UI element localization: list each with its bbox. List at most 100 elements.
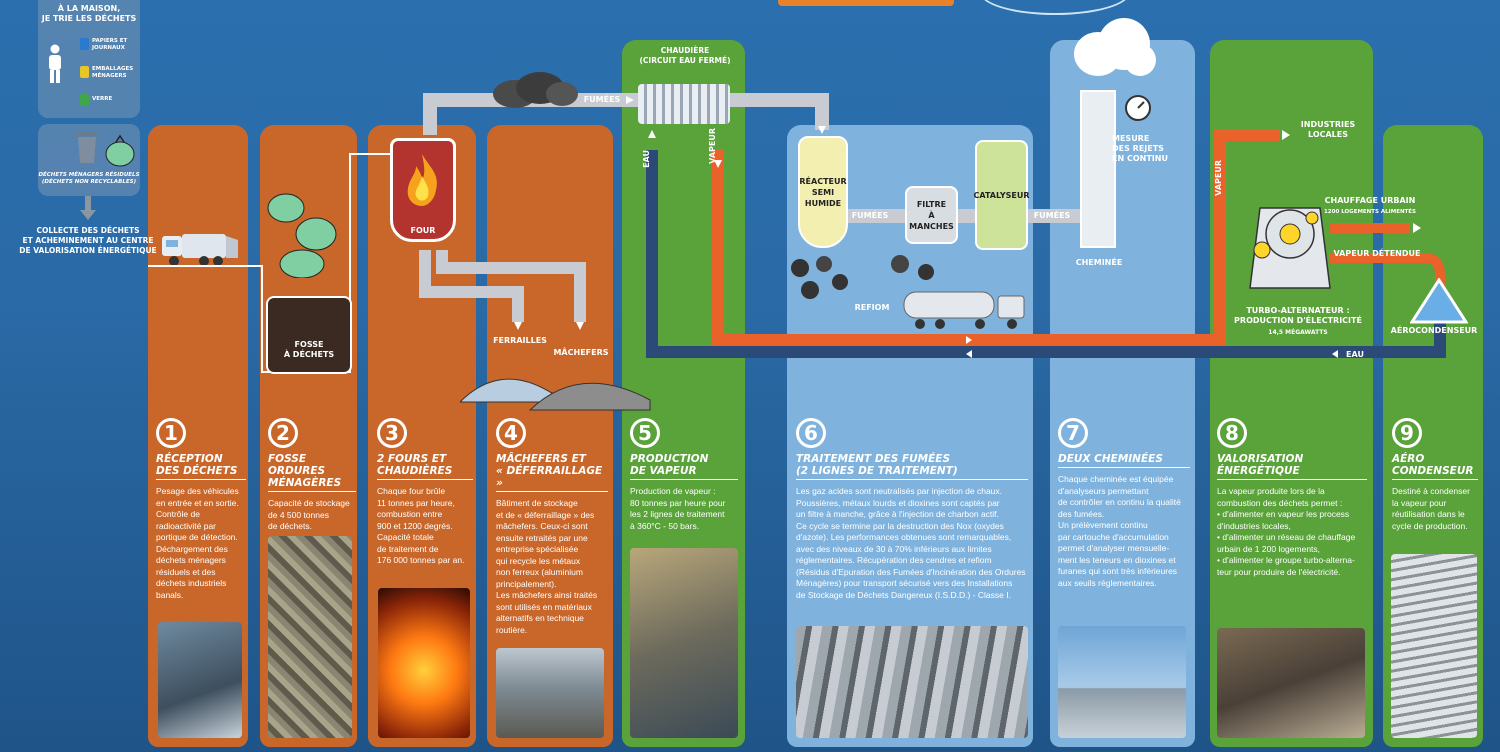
cheminee-stack xyxy=(1080,90,1116,248)
garbage-bag-icon xyxy=(105,134,135,167)
industries-label: INDUSTRIES LOCALES xyxy=(1300,120,1356,139)
bin-label-packaging: EMBALLAGES MÉNAGERS xyxy=(92,66,134,79)
turbo-sub-label: 14,5 MÉGAWATTS xyxy=(1268,329,1328,336)
triangle-condenser-icon xyxy=(1410,278,1468,324)
tanker-truck-icon xyxy=(903,291,1025,329)
step-8: 8 Valorisation énergétique La vapeur pro… xyxy=(1217,418,1367,578)
step-5: 5 Production de vapeur Production de vap… xyxy=(630,418,738,532)
step-body: Les gaz acides sont neutralisés par inje… xyxy=(796,486,1026,600)
fumees-right-label: FUMÉES xyxy=(1033,211,1071,220)
photo-chimneys xyxy=(1058,626,1186,738)
step-body: Pesage des véhicules en entrée et en sor… xyxy=(156,486,239,600)
step-title: Fosse ordures ménagères xyxy=(268,453,356,492)
step-7: 7 Deux cheminées Chaque cheminée est équ… xyxy=(1058,418,1190,589)
step-number: 4 xyxy=(496,418,526,448)
step-9: 9 Aéro condenseur Destiné à condenser la… xyxy=(1392,418,1478,532)
bin-label-glass: VERRE xyxy=(92,96,113,102)
photo-slag-storage xyxy=(496,648,604,738)
recycle-bin-icon-papers xyxy=(80,38,89,50)
filtre-box: FILTRE À MANCHES xyxy=(905,186,958,244)
eau-left-label: EAU xyxy=(642,150,651,168)
turbine-icon xyxy=(1249,207,1331,289)
down-arrow-icon xyxy=(80,196,96,220)
step-number: 8 xyxy=(1217,418,1247,448)
step-body: Bâtiment de stockage et de « déferrailla… xyxy=(496,498,598,635)
step-6: 6 Traitement des fumées (2 lignes de tra… xyxy=(796,418,1028,601)
step-title: 2 fours et chaudières xyxy=(377,453,473,480)
step-title: Réception des déchets xyxy=(156,453,246,480)
step-body: Production de vapeur : 80 tonnes par heu… xyxy=(630,486,726,531)
recycle-bin-icon-packaging xyxy=(80,66,89,78)
turbo-label: TURBO-ALTERNATEUR : PRODUCTION D'ÉLECTRI… xyxy=(1234,306,1362,325)
cloud-icon xyxy=(493,72,578,108)
vapeur-left-label: VAPEUR xyxy=(708,128,717,164)
cheminee-label: CHEMINÉE xyxy=(1075,258,1123,267)
residual-label: DÉCHETS MÉNAGERS RÉSIDUELS (DÉCHETS NON … xyxy=(38,172,140,185)
refiom-label: REFIOM xyxy=(854,303,890,312)
photo-furnace xyxy=(378,588,470,738)
flame-icon xyxy=(407,154,437,206)
chauffage-sub-label: 1200 LOGEMENTS ALIMENTÉS xyxy=(1323,209,1417,215)
step-2: 2 Fosse ordures ménagères Capacité de st… xyxy=(268,418,356,533)
fosse-label: FOSSE À DÉCHETS xyxy=(283,340,335,359)
chaudiere-block xyxy=(638,84,730,124)
photo-flue-treatment xyxy=(796,626,1028,738)
ferrailles-label: FERRAILLES xyxy=(493,336,547,345)
collect-label: COLLECTE DES DÉCHETS ET ACHEMINEMENT AU … xyxy=(19,226,157,255)
step-number: 2 xyxy=(268,418,298,448)
step-title: Mâchefers et « déferraillage » xyxy=(496,453,608,492)
reacteur-box: RÉACTEUR SEMI HUMIDE xyxy=(798,136,848,248)
chauffage-label: CHAUFFAGE URBAIN xyxy=(1324,196,1416,205)
trash-can-icon xyxy=(76,132,98,163)
step-title: Valorisation énergétique xyxy=(1217,453,1367,480)
step-body: Chaque cheminée est équipée d'analyseurs… xyxy=(1058,474,1181,588)
step-number: 1 xyxy=(156,418,186,448)
step-body: Destiné à condenser la vapeur pour réuti… xyxy=(1392,486,1470,531)
aerocondenseur-label: AÉROCONDENSEUR xyxy=(1390,326,1478,335)
machefers-label: MÂCHEFERS xyxy=(553,348,609,357)
scrap-pile-icon xyxy=(460,378,651,411)
catalyseur-box: CATALYSEUR xyxy=(974,140,1030,250)
fosse-box xyxy=(266,296,352,374)
step-number: 7 xyxy=(1058,418,1088,448)
recycle-bin-icon-glass xyxy=(80,94,89,106)
cloud-icon xyxy=(1074,18,1156,76)
bin-label-papers: PAPIERS ET JOURNAUX xyxy=(92,38,128,51)
step-number: 3 xyxy=(377,418,407,448)
step-body: Chaque four brûle 11 tonnes par heure, c… xyxy=(377,486,465,565)
four-label: FOUR xyxy=(410,226,436,235)
home-title: À LA MAISON, JE TRIE LES DÉCHETS xyxy=(41,4,137,23)
photo-boiler xyxy=(630,548,738,738)
photo-waste-pit xyxy=(268,536,352,738)
garbage-bag-icon xyxy=(267,193,337,278)
step-title: Aéro condenseur xyxy=(1392,453,1478,480)
step-4: 4 Mâchefers et « déferraillage » Bâtimen… xyxy=(496,418,608,636)
step-body: La vapeur produite lors de la combustion… xyxy=(1217,486,1356,577)
ash-particles-icon xyxy=(791,255,934,299)
vapeur-detendue-label: VAPEUR DÉTENDUE xyxy=(1333,249,1421,258)
step-title: Production de vapeur xyxy=(630,453,738,480)
step-3: 3 2 fours et chaudières Chaque four brûl… xyxy=(377,418,473,567)
gauge-icon xyxy=(1125,95,1151,121)
photo-aerocondenser xyxy=(1391,554,1477,738)
step-number: 5 xyxy=(630,418,660,448)
step-title: Deux cheminées xyxy=(1058,453,1190,468)
step-body: Capacité de stockage de 4 500 tonnes de … xyxy=(268,498,350,531)
chaudiere-label: CHAUDIÈRE (CIRCUIT EAU FERMÉ) xyxy=(639,46,731,65)
person-icon xyxy=(49,44,61,83)
step-1: 1 Réception des déchets Pesage des véhic… xyxy=(156,418,246,601)
step-title: Traitement des fumées (2 lignes de trait… xyxy=(796,453,1028,480)
eau-bottom-label: EAU xyxy=(1346,350,1364,359)
fumees-top-label: FUMÉES xyxy=(583,95,621,104)
fumees-mid-label: FUMÉES xyxy=(851,211,889,220)
vapeur-right-label: VAPEUR xyxy=(1214,160,1223,196)
photo-turbine-hall xyxy=(1217,628,1365,738)
photo-weighbridge xyxy=(158,622,242,738)
step-number: 6 xyxy=(796,418,826,448)
mesure-label: MESURE DES REJETS EN CONTINU xyxy=(1112,134,1168,163)
step-number: 9 xyxy=(1392,418,1422,448)
top-orange-tab xyxy=(778,0,954,6)
garbage-truck-icon xyxy=(162,234,238,266)
